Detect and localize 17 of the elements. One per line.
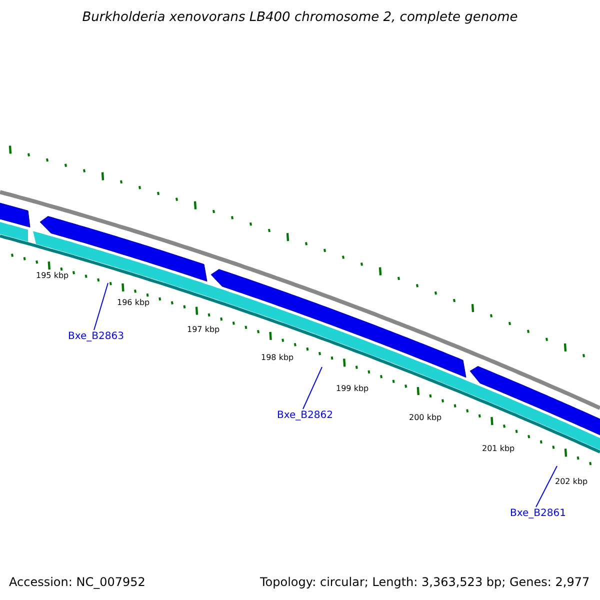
scale-label: 197 kbp xyxy=(187,325,220,334)
gene-label: Bxe_B2863 xyxy=(68,331,124,342)
scale-label: 196 kbp xyxy=(117,298,150,307)
leader-line xyxy=(302,366,322,410)
scale-label: 198 kbp xyxy=(261,353,294,362)
leader-line xyxy=(94,282,108,330)
leader-line xyxy=(536,466,558,508)
scale-label: 200 kbp xyxy=(409,413,442,422)
scale-label: 195 kbp xyxy=(36,271,69,280)
genome-info-text: Topology: circular; Length: 3,363,523 bp; Genes: 2,977 xyxy=(260,575,590,589)
gene-label: Bxe_B2862 xyxy=(277,410,333,421)
accession-text: Accession: NC_007952 xyxy=(9,575,146,589)
scale-label: 199 kbp xyxy=(336,384,369,393)
scale-label: 201 kbp xyxy=(482,444,515,453)
title: Burkholderia xenovorans LB400 chromosome 2, complete genome xyxy=(81,10,519,25)
scale-label: 202 kbp xyxy=(555,477,588,486)
gene-label: Bxe_B2861 xyxy=(510,508,566,519)
